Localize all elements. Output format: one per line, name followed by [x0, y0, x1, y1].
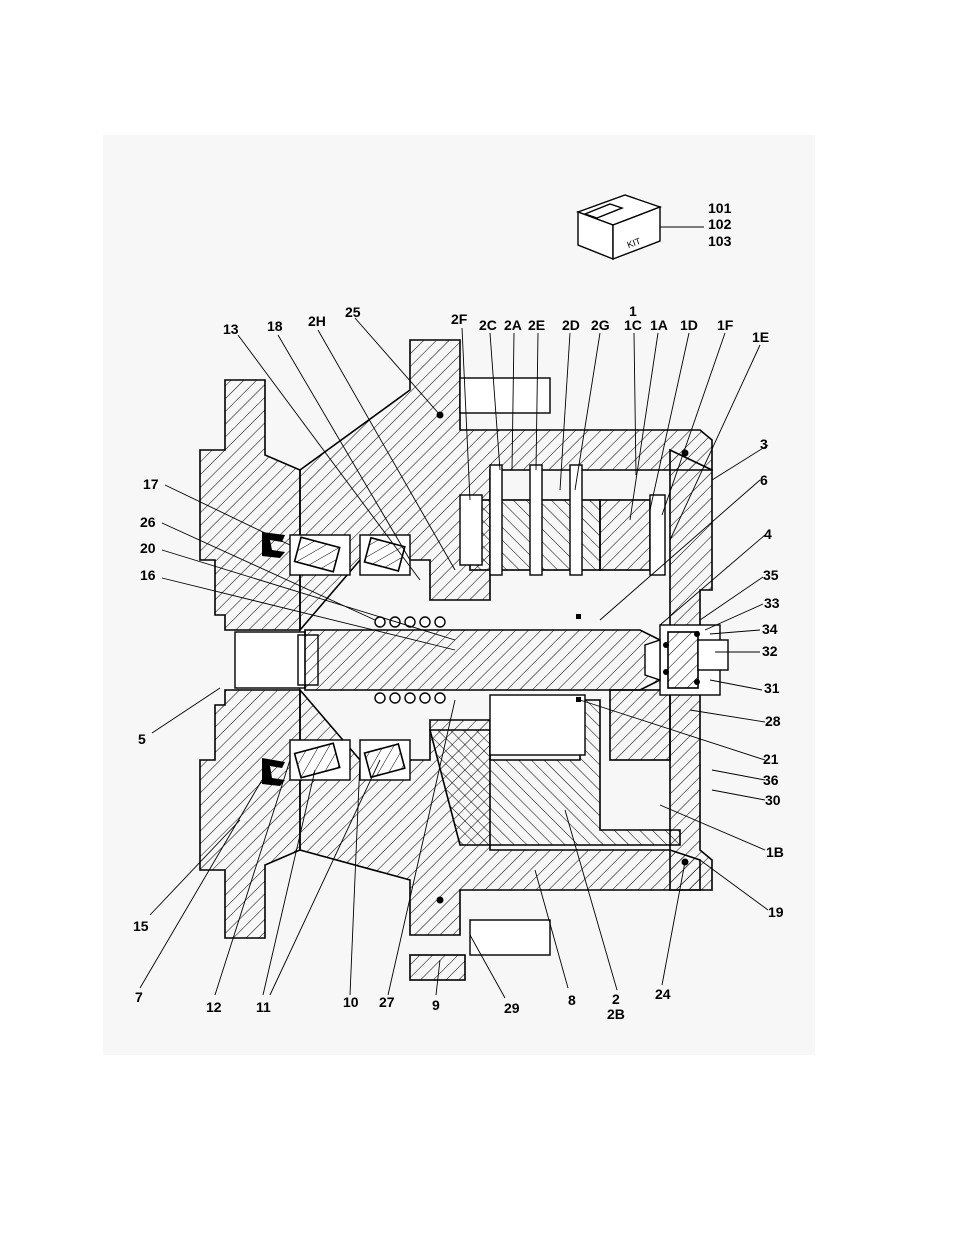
main-shaft	[304, 629, 661, 691]
stud-lower	[469, 919, 551, 956]
callout-1: 1	[629, 303, 637, 319]
callout-36: 36	[763, 772, 779, 788]
spring-upper	[374, 616, 446, 628]
callout-4: 4	[764, 526, 772, 542]
callout-18: 18	[267, 318, 283, 334]
stud-upper	[459, 377, 551, 414]
assembly-cross-section	[199, 339, 729, 981]
callout-3: 3	[760, 436, 768, 452]
callout-2C: 2C	[479, 317, 497, 333]
callout-6: 6	[760, 472, 768, 488]
spline-bore	[234, 631, 306, 689]
callout-8: 8	[568, 992, 576, 1008]
mounting-flange	[199, 379, 301, 631]
callout-1D: 1D	[680, 317, 698, 333]
seal-lower	[262, 758, 285, 786]
callout-1E: 1E	[752, 329, 769, 345]
callout-5: 5	[138, 731, 146, 747]
callout-2: 2	[612, 991, 620, 1007]
callout-28: 28	[765, 713, 781, 729]
callout-27: 27	[379, 994, 395, 1010]
callout-10: 10	[343, 994, 359, 1010]
callout-2A: 2A	[504, 317, 522, 333]
callout-13: 13	[223, 321, 239, 337]
callout-1C: 1C	[624, 317, 642, 333]
callout-33: 33	[764, 595, 780, 611]
callout-17: 17	[143, 476, 159, 492]
callout-2D: 2D	[562, 317, 580, 333]
callout-7: 7	[135, 989, 143, 1005]
callout-30: 30	[765, 792, 781, 808]
callout-32: 32	[762, 643, 778, 659]
leader-lines	[139, 317, 769, 999]
callout-21: 21	[763, 751, 779, 767]
callout-19: 19	[768, 904, 784, 920]
callout-26: 26	[140, 514, 156, 530]
callout-2B: 2B	[607, 1006, 625, 1022]
kit-number-102: 102	[708, 216, 732, 232]
callout-20: 20	[140, 540, 156, 556]
callout-16: 16	[140, 567, 156, 583]
callout-2E: 2E	[528, 317, 545, 333]
callout-1A: 1A	[650, 317, 668, 333]
kit-box-text: KIT	[626, 236, 643, 250]
callout-34: 34	[762, 621, 778, 637]
callout-15: 15	[133, 918, 149, 934]
kit-number-101: 101	[708, 200, 732, 216]
box-kit-icon: KIT	[575, 194, 663, 261]
callout-9: 9	[432, 997, 440, 1013]
callout-2F: 2F	[451, 311, 468, 327]
callout-12: 12	[206, 999, 222, 1015]
callout-11: 11	[256, 999, 271, 1015]
callout-2G: 2G	[591, 317, 610, 333]
callout-31: 31	[764, 680, 780, 696]
callout-25: 25	[345, 304, 361, 320]
callout-29: 29	[504, 1000, 520, 1016]
spring-lower	[374, 692, 446, 704]
callout-35: 35	[763, 567, 779, 583]
nut-lower	[409, 954, 466, 981]
callout-24: 24	[655, 986, 671, 1002]
callout-1B: 1B	[766, 844, 784, 860]
callout-2H: 2H	[308, 313, 326, 329]
callout-1F: 1F	[717, 317, 734, 333]
seal-upper	[262, 532, 285, 558]
kit-number-103: 103	[708, 233, 732, 249]
